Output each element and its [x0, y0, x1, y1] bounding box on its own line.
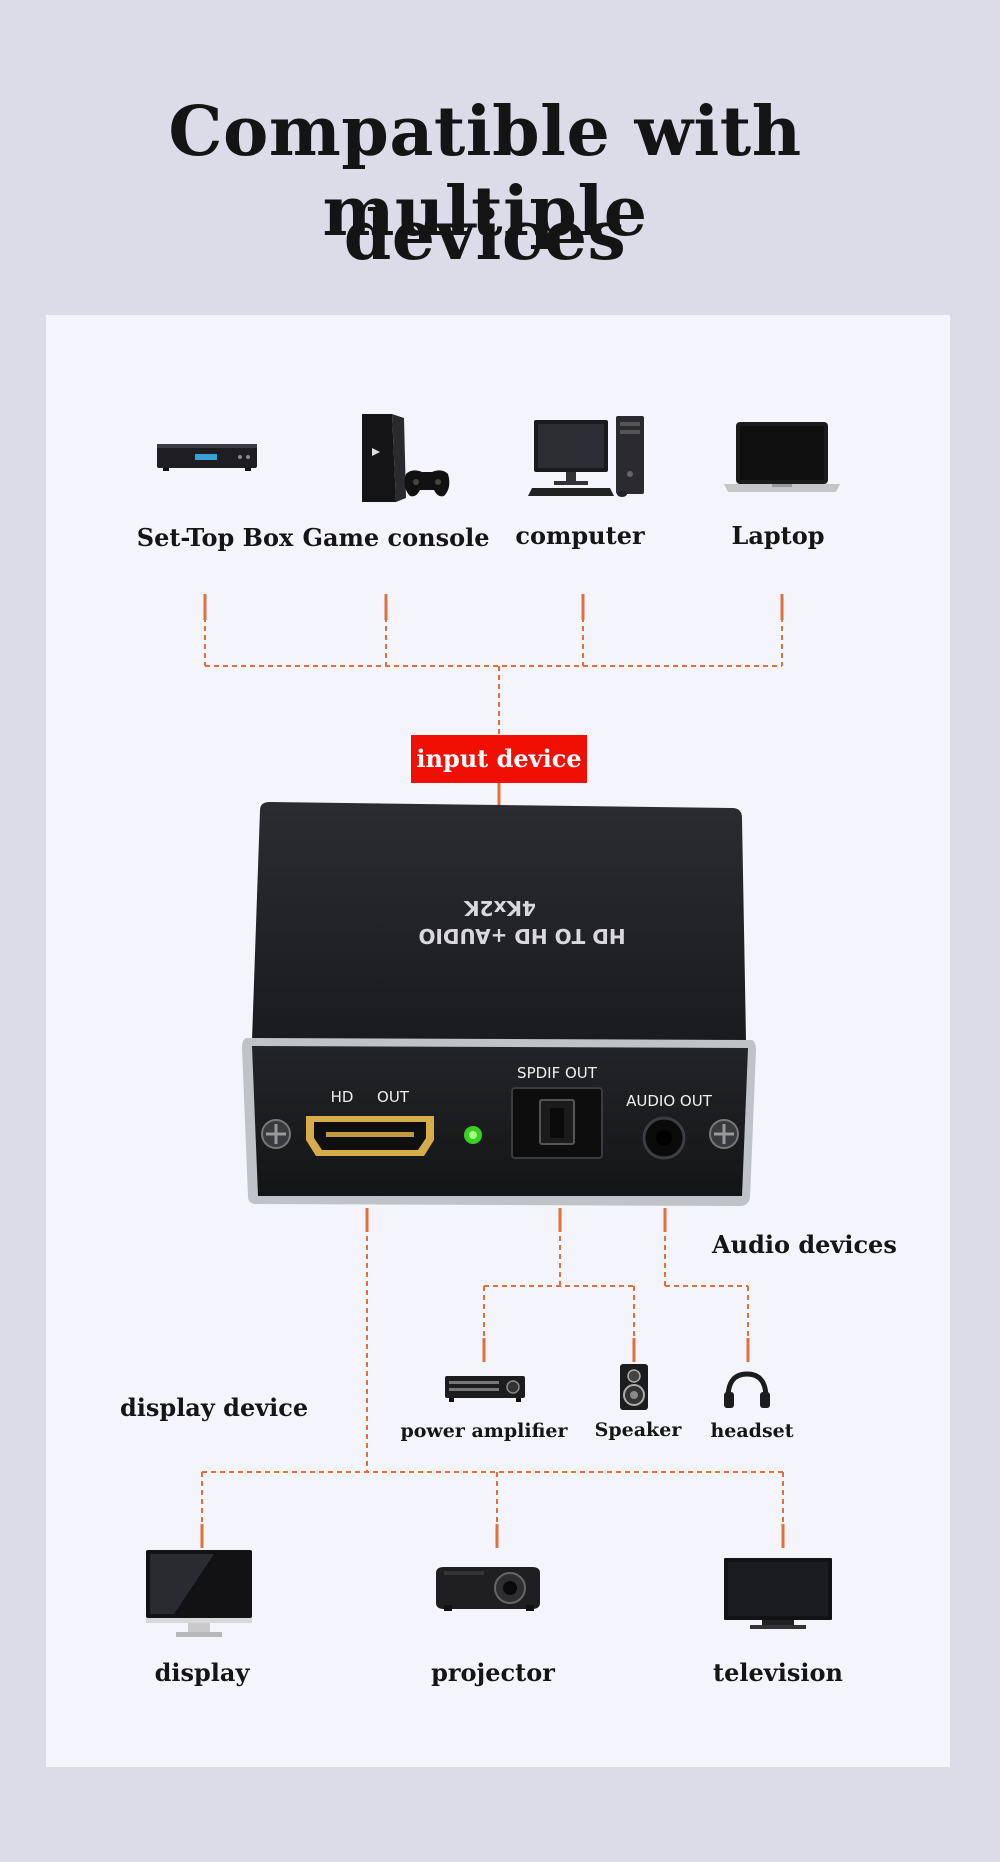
port-label-audio-out: AUDIO OUT	[626, 1092, 712, 1110]
audio-label-power-amplifier: power amplifier	[400, 1420, 568, 1442]
display-device-label: display device	[120, 1393, 309, 1422]
port-label-hd: HD	[330, 1088, 354, 1106]
device-top-text: HD TO HD +AUDIO	[418, 924, 626, 948]
port-label-spdif-out: SPDIF OUT	[517, 1064, 597, 1082]
monitor-icon	[146, 1550, 252, 1637]
headset-icon	[724, 1371, 770, 1408]
page-title-line-1: Compatible with multiple	[168, 92, 802, 252]
laptop-icon	[724, 422, 840, 492]
input-label-set-top-box: Set-Top Box	[136, 523, 294, 552]
display-label-television: television	[713, 1658, 843, 1687]
input-label-computer: computer	[515, 521, 645, 550]
amplifier-icon	[445, 1376, 525, 1402]
projector-icon	[436, 1567, 540, 1611]
audio-label-headset: headset	[710, 1420, 794, 1442]
port-label-out: OUT	[377, 1088, 409, 1106]
input-device-badge: input device	[411, 735, 587, 783]
display-label-display: display	[154, 1658, 250, 1687]
audio-devices-label: Audio devices	[712, 1230, 897, 1259]
input-label-game-console: Game console	[302, 523, 490, 552]
computer-icon	[528, 416, 644, 497]
display-label-projector: projector	[431, 1658, 555, 1687]
game-console-icon	[362, 414, 450, 502]
television-icon	[724, 1558, 832, 1629]
hdmi-audio-extractor-icon	[242, 802, 756, 1206]
input-label-laptop: Laptop	[731, 521, 825, 550]
set-top-box-icon	[157, 444, 257, 471]
speaker-icon	[620, 1364, 648, 1410]
audio-label-speaker: Speaker	[594, 1419, 682, 1441]
page-title-line-2: devices	[343, 196, 627, 276]
device-top-text-2: 4Kx2K	[464, 896, 536, 920]
